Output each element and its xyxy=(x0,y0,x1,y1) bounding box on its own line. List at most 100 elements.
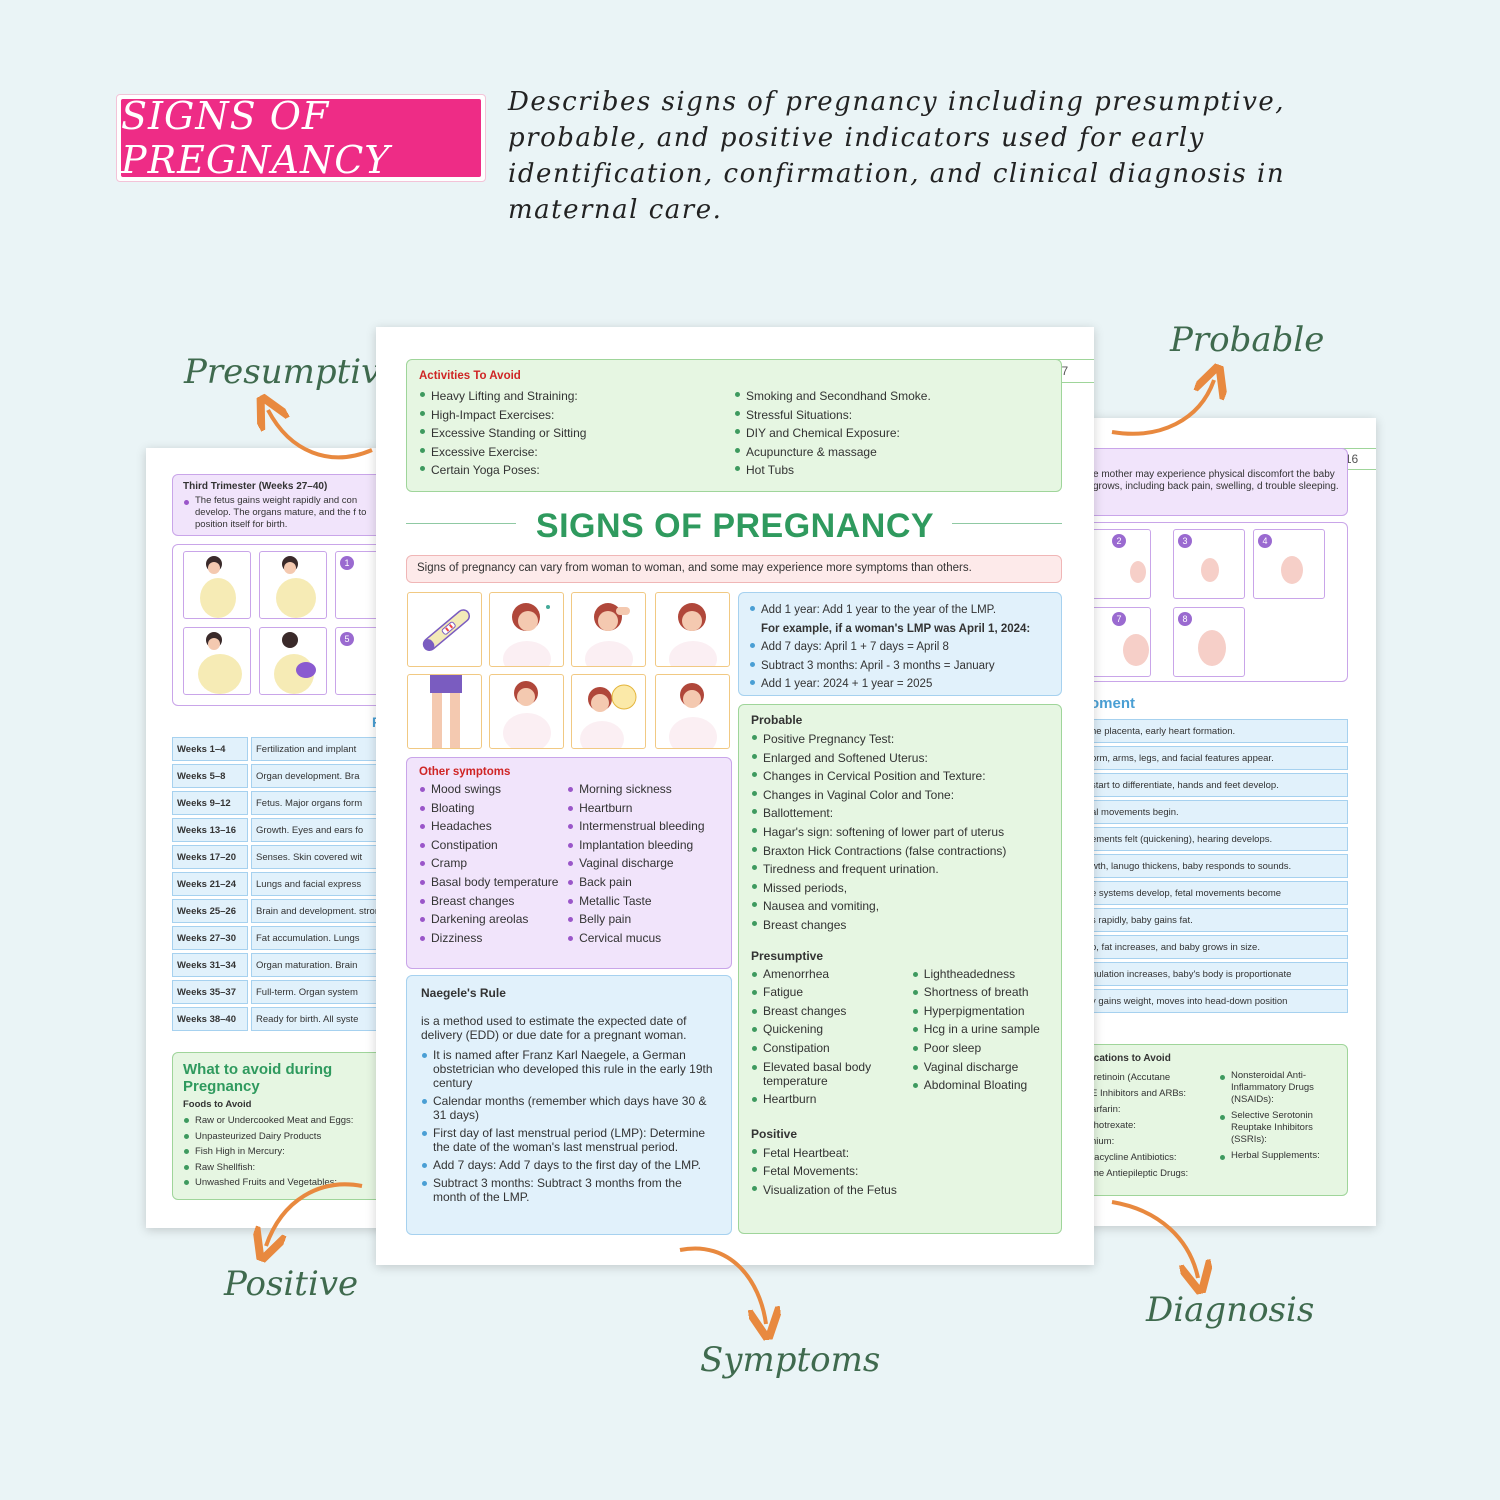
development-text: wth, lanugo thickens, baby responds to s… xyxy=(1090,854,1348,878)
activities-list-right: Smoking and Secondhand Smoke.Stressful S… xyxy=(734,387,1049,480)
food-item: Fish High in Mercury: xyxy=(183,1144,386,1160)
activity-item: Smoking and Secondhand Smoke. xyxy=(734,387,1049,406)
week-description: Senses. Skin covered wit xyxy=(251,845,386,869)
pregnancy-illustration xyxy=(259,551,327,619)
development-text: start to differentiate, hands and feet d… xyxy=(1090,773,1348,797)
positive-list: Fetal Heartbeat:Fetal Movements:Visualiz… xyxy=(751,1144,1049,1200)
arrow-diagnosis xyxy=(1111,1200,1198,1278)
activity-item: Certain Yoga Poses: xyxy=(419,461,734,480)
probable-sign-item: Tiredness and frequent urination. xyxy=(751,860,1049,879)
development-text: ements felt (quickening), hearing develo… xyxy=(1090,827,1348,851)
development-text: y gains weight, moves into head-down pos… xyxy=(1090,989,1348,1013)
development-text: nulation increases, baby's body is propo… xyxy=(1090,962,1348,986)
presumptive-sign-item: Heartburn xyxy=(751,1092,912,1106)
callout-diagnosis: Diagnosis xyxy=(1146,1290,1315,1330)
week-description: Organ development. Bra xyxy=(251,764,386,788)
avoid-box: What to avoid during Pregnancy Foods to … xyxy=(172,1052,386,1200)
symptom-item: Back pain xyxy=(567,875,719,889)
symptom-item: Morning sickness xyxy=(567,782,719,796)
presumptive-sign-item: Hyperpigmentation xyxy=(912,1004,1049,1018)
probable-sign-item: Nausea and vomiting, xyxy=(751,897,1049,916)
avoid-title: What to avoid during Pregnancy xyxy=(183,1061,333,1095)
intro-text: Describes signs of pregnancy including p… xyxy=(508,87,1286,225)
week-label: Weeks 13–16 xyxy=(172,818,248,842)
positive-sign-item: Fetal Heartbeat: xyxy=(751,1144,1049,1163)
symptom-item: Cramp xyxy=(419,856,567,870)
pregnancy-illustration xyxy=(183,551,251,619)
step-number: 3 xyxy=(1178,534,1192,548)
fetus-illustration: 2 xyxy=(1090,529,1151,599)
presumptive-sign-item: Breast changes xyxy=(751,1004,912,1018)
development-text: orm, arms, legs, and facial features app… xyxy=(1090,746,1348,770)
development-row: al movements begin. xyxy=(1090,800,1348,824)
activity-item: Heavy Lifting and Straining: xyxy=(419,387,734,406)
presumptive-sign-item: Abdominal Bloating xyxy=(912,1078,1049,1092)
development-text: p, fat increases, and baby grows in size… xyxy=(1090,935,1348,959)
presumptive-sign-item: Hcg in a urine sample xyxy=(912,1022,1049,1036)
dizziness-illustration xyxy=(571,674,646,749)
week-label: Weeks 27–30 xyxy=(172,926,248,950)
callout-probable: Probable xyxy=(1170,320,1325,360)
banner-title: SIGNS OF PREGNANCY xyxy=(121,94,391,182)
lmp-step-item: Add 1 year: Add 1 year to the year of th… xyxy=(749,601,1051,620)
probable-sign-item: Hagar's sign: softening of lower part of… xyxy=(751,823,1049,842)
fatigue-illustration xyxy=(655,592,730,667)
positive-sign-item: Fetal Movements: xyxy=(751,1162,1049,1181)
third-trimester-title: Third Trimester (Weeks 27–40) xyxy=(183,481,328,492)
week-label: Weeks 25–26 xyxy=(172,899,248,923)
medication-item: me Antiepileptic Drugs: xyxy=(1091,1168,1189,1179)
pregnancy-test-illustration xyxy=(407,592,482,667)
step-number: 8 xyxy=(1178,612,1192,626)
probable-list: Positive Pregnancy Test:Enlarged and Sof… xyxy=(751,730,1049,935)
medications-list-right: Nonsteroidal Anti-Inflammatory Drugs (NS… xyxy=(1219,1070,1339,1182)
week-description: Ready for birth. All syste xyxy=(251,1007,386,1031)
symptom-item: Bloating xyxy=(419,801,567,815)
symptom-item: Basal body temperature xyxy=(419,875,567,889)
step-number: 4 xyxy=(1258,534,1272,548)
discomfort-box: e mother may experience physical discomf… xyxy=(1090,448,1348,516)
presumptive-sign-item: Fatigue xyxy=(751,985,912,999)
naegele-box: Naegele's Rule is a method used to estim… xyxy=(406,975,732,1235)
symptom-item: Constipation xyxy=(419,838,567,852)
medication-item: Selective Serotonin Reuptake Inhibitors … xyxy=(1219,1110,1339,1146)
week-description: Fetus. Major organs form xyxy=(251,791,386,815)
activity-item: Excessive Exercise: xyxy=(419,443,734,462)
naegele-list: It is named after Franz Karl Naegele, a … xyxy=(421,1048,717,1204)
step-number: 5 xyxy=(340,632,354,646)
presumptive-sign-item: Constipation xyxy=(751,1041,912,1055)
probable-sign-item: Missed periods, xyxy=(751,879,1049,898)
presumptive-sign-item: Quickening xyxy=(751,1022,912,1036)
probable-sign-item: Positive Pregnancy Test: xyxy=(751,730,1049,749)
medication-item: Herbal Supplements: xyxy=(1219,1150,1339,1162)
fetus-illustration: 4 xyxy=(1253,529,1325,599)
development-row: p, fat increases, and baby grows in size… xyxy=(1090,935,1348,959)
activities-list-left: Heavy Lifting and Straining:High-Impact … xyxy=(419,387,734,480)
week-label: Weeks 17–20 xyxy=(172,845,248,869)
week-description: Full-term. Organ system xyxy=(251,980,386,1004)
medication-item: racycline Antibiotics: xyxy=(1091,1152,1177,1163)
activities-box: Activities To Avoid Heavy Lifting and St… xyxy=(406,359,1062,492)
lmp-example-box: Add 1 year: Add 1 year to the year of th… xyxy=(738,592,1062,696)
development-row: nulation increases, baby's body is propo… xyxy=(1090,962,1348,986)
week-description: Fertilization and implant xyxy=(251,737,386,761)
food-item: Raw Shellfish: xyxy=(183,1160,386,1176)
activity-item: DIY and Chemical Exposure: xyxy=(734,424,1049,443)
pregnancy-illustration xyxy=(259,627,327,695)
symptom-item: Implantation bleeding xyxy=(567,838,719,852)
medication-item: E Inhibitors and ARBs: xyxy=(1091,1088,1187,1099)
symptom-item: Intermenstrual bleeding xyxy=(567,819,719,833)
lmp-step-item: Add 1 year: 2024 + 1 year = 2025 xyxy=(749,675,1051,694)
symptom-item: Heartburn xyxy=(567,801,719,815)
symptom-item: Belly pain xyxy=(567,912,719,926)
week-label: Weeks 21–24 xyxy=(172,872,248,896)
probable-sign-item: Enlarged and Softened Uterus: xyxy=(751,749,1049,768)
probable-sign-item: Changes in Vaginal Color and Tone: xyxy=(751,786,1049,805)
symptom-item: Metallic Taste xyxy=(567,894,719,908)
development-row: orm, arms, legs, and facial features app… xyxy=(1090,746,1348,770)
foods-title: Foods to Avoid xyxy=(183,1099,252,1110)
development-table: he placenta, early heart formation.orm, … xyxy=(1090,716,1348,1016)
